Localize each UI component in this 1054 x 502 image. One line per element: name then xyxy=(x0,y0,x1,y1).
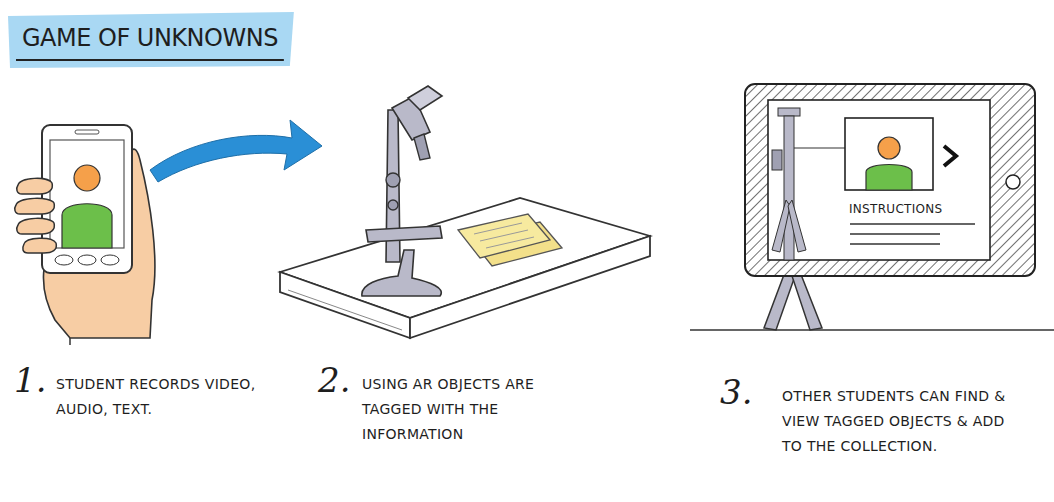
person-head xyxy=(878,137,900,159)
ar-tripod-pole xyxy=(784,116,794,260)
tablet-screen xyxy=(768,100,990,260)
callout-number: 3. xyxy=(720,372,752,412)
tablet-frame xyxy=(745,84,1035,276)
ar-tripod-leg xyxy=(788,200,806,252)
paper-sheet xyxy=(458,214,550,258)
microscope-base xyxy=(362,250,441,296)
paper-line xyxy=(480,230,528,241)
phone-button xyxy=(78,255,96,265)
instruction-line xyxy=(850,243,940,244)
instruction-line xyxy=(850,223,975,224)
flow-arrow xyxy=(150,120,322,182)
microscope-objective xyxy=(414,134,430,160)
ar-tripod-knob xyxy=(772,150,782,170)
callout-number: 2. xyxy=(318,360,350,400)
person-body xyxy=(866,165,912,191)
tablet-button xyxy=(1006,175,1020,189)
diagram-title: GAME OF UNKNOWNS xyxy=(22,24,278,52)
paper-line xyxy=(486,237,534,248)
microscope-eyepiece xyxy=(408,86,442,110)
instruction-line xyxy=(850,233,940,234)
tripod xyxy=(764,272,822,330)
finger xyxy=(17,178,53,194)
step-caption: USING AR OBJECTS ARE TAGGED WITH THE INF… xyxy=(362,372,597,447)
step-caption: STUDENT RECORDS VIDEO, AUDIO, TEXT. xyxy=(56,372,266,422)
ar-tripod-head xyxy=(778,108,800,116)
callout-number: 1. xyxy=(14,360,46,400)
wrist xyxy=(69,338,71,345)
microscope-stage xyxy=(366,226,442,242)
phone-screen xyxy=(50,140,124,248)
phone-button xyxy=(55,255,73,265)
microscope xyxy=(362,86,442,296)
next-chevron xyxy=(944,146,956,166)
person-body xyxy=(62,204,112,248)
ar-tag-line xyxy=(794,147,845,148)
phone-body xyxy=(42,125,132,273)
tablet xyxy=(745,84,1035,276)
ar-tripod-leg xyxy=(772,200,790,252)
tripod-leg xyxy=(792,272,822,330)
title-underline xyxy=(16,59,284,61)
finger xyxy=(23,238,57,253)
finger xyxy=(17,218,55,234)
microscope-knob xyxy=(386,173,400,187)
screen-heading: INSTRUCTIONS xyxy=(849,202,942,216)
lab-table xyxy=(280,198,650,338)
phone-speaker xyxy=(75,130,99,134)
tripod-leg xyxy=(764,272,795,330)
floor-line xyxy=(690,329,1054,331)
phone-button xyxy=(101,255,119,265)
finger xyxy=(15,198,55,214)
title-highlight xyxy=(8,12,294,68)
person-head xyxy=(74,165,100,191)
microscope-knob xyxy=(388,200,398,210)
hand-phone xyxy=(15,125,155,345)
step-caption: OTHER STUDENTS CAN FIND & VIEW TAGGED OB… xyxy=(782,384,1022,459)
papers xyxy=(458,214,562,266)
video-frame xyxy=(845,118,933,190)
paper-line xyxy=(474,223,522,234)
